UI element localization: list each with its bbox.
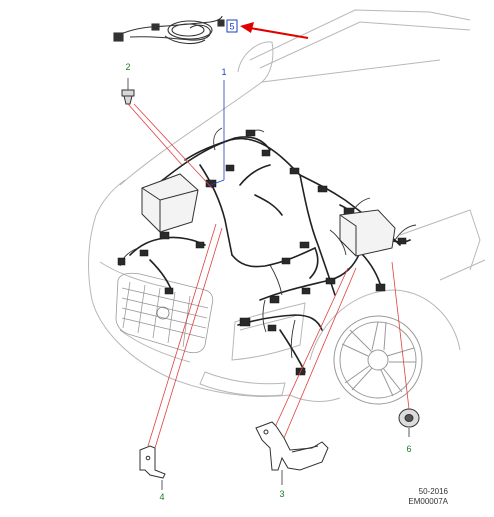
bracket-part-3 [255, 421, 329, 471]
callout-3-label: 3 [279, 489, 284, 499]
callout-5-label: 5 [229, 22, 234, 32]
callout-6-label: 6 [406, 444, 411, 454]
vehicle-outline [88, 9, 486, 402]
callout-5: 5 [226, 19, 238, 33]
clip-part-2 [121, 89, 135, 105]
leader-lines [127, 78, 410, 490]
diagram-footer: 50-2016 EM00007A [408, 487, 448, 507]
footer-reference: EM00007A [408, 497, 448, 506]
callout-2-label: 2 [125, 62, 130, 72]
grille [115, 272, 214, 354]
harness-assembly-part-5 [113, 15, 225, 45]
front-wheel [333, 315, 423, 405]
bracket-part-4 [139, 445, 166, 479]
grommet-part-6 [398, 408, 420, 428]
engine-bay-modules [141, 173, 396, 257]
arrow-icon [240, 22, 309, 39]
main-wiring-harness [129, 136, 411, 373]
callout-1-label: 1 [221, 67, 226, 77]
footer-code: 50-2016 [418, 487, 448, 496]
callout-4-label: 4 [159, 492, 164, 502]
